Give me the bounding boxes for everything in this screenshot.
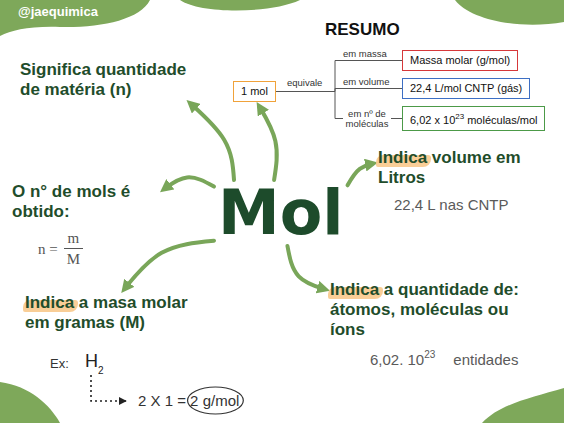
- text-row: Mol: [214, 180, 348, 246]
- corner-blob: [455, 0, 564, 25]
- value-text: 22,4 L nas CNTP: [394, 196, 509, 213]
- fraction: mM: [64, 230, 83, 267]
- text-row: 6,02 x 1023moléculas/mol: [410, 110, 537, 127]
- formula-text: m: [65, 230, 83, 246]
- mindmap-arrow: [160, 177, 214, 192]
- mindmap-arrow: [187, 100, 235, 180]
- concept-text: Significa quantidade de matéria (n): [20, 60, 186, 99]
- mindmap-arrow: [257, 102, 277, 180]
- text-row: 22,4 L/mol CNTP (gás): [410, 82, 522, 95]
- example-tag: Ex:: [50, 356, 69, 371]
- edge-label: em nº de moléculas: [343, 109, 391, 129]
- text-row: Indica a masa molar em gramas (M): [25, 293, 200, 333]
- text-row: n = mM: [38, 230, 160, 267]
- summary-text: 22,4 L/mol CNTP (gás): [410, 82, 522, 94]
- corner-blob: [0, 382, 60, 423]
- edge-label: em volume: [343, 77, 389, 87]
- corner-blob: [0, 0, 150, 36]
- summary-box: Massa molar (g/mol): [402, 50, 518, 71]
- formula-symbol: H: [85, 351, 98, 372]
- text-row: 22,4 L nas CNTP: [394, 196, 546, 214]
- text-row: 1 mol: [241, 85, 268, 98]
- summary-connector: [276, 61, 402, 92]
- exponent: 23: [424, 349, 435, 360]
- concept-note: O n° de mols é obtido: n = mM: [12, 182, 160, 267]
- text-row: Significa quantidade de matéria (n): [20, 60, 205, 100]
- example-arrow: [91, 375, 126, 401]
- central-title: Mol: [218, 176, 344, 249]
- formula-text: n =: [38, 241, 58, 257]
- mindmap-arrow: [287, 246, 330, 291]
- value-text: 6,02. 10: [370, 351, 424, 368]
- concept-text: Indica a masa molar em gramas (M): [25, 293, 188, 332]
- branch-label: equivale: [287, 77, 322, 88]
- concept-text: Indica a quantidade de: átomos, molécula…: [330, 280, 519, 339]
- summary-text: 6,02 x 10: [410, 114, 455, 126]
- formula-text: M: [64, 251, 83, 267]
- text-row: Indica volume em Litros: [378, 148, 546, 188]
- concept-text: Indica volume em Litros: [378, 148, 521, 187]
- summary-box: 6,02 x 1023moléculas/mol: [402, 106, 545, 131]
- concept-text: O n° de mols é obtido:: [12, 182, 130, 221]
- concept-note: Significa quantidade de matéria (n): [20, 60, 205, 100]
- concept-note: Indica volume em Litros 22,4 L nas CNTP: [378, 148, 546, 214]
- corner-blob: [180, 0, 300, 11]
- corner-blob: [482, 388, 564, 423]
- connector-group: [121, 61, 402, 294]
- value-text: entidades: [453, 351, 518, 368]
- summary-text: moléculas/mol: [467, 114, 537, 126]
- mindmap-arrow: [348, 163, 378, 186]
- summary-title: RESUMO: [325, 20, 400, 40]
- summary-box: 1 mol: [233, 81, 276, 102]
- text-row: 6,02. 1023 entidades: [370, 346, 542, 369]
- summary-text: 1 mol: [241, 85, 268, 97]
- summary-text: Massa molar (g/mol): [410, 54, 510, 66]
- summary-box: 22,4 L/mol CNTP (gás): [402, 78, 530, 99]
- example-result: 2 X 1 = 2 g/mol: [138, 392, 239, 409]
- edge-label: em massa: [343, 49, 387, 59]
- text-row: Indica a quantidade de: átomos, molécula…: [330, 280, 542, 340]
- text-row: O n° de mols é obtido:: [12, 182, 160, 222]
- concept-note: Indica a quantidade de: átomos, molécula…: [330, 280, 542, 369]
- exponent: 23: [455, 112, 464, 121]
- concept-note: Indica a masa molar em gramas (M): [25, 293, 200, 333]
- text-row: Massa molar (g/mol): [410, 54, 510, 67]
- formula-subscript: 2: [98, 365, 104, 376]
- central-term: Mol: [214, 180, 348, 246]
- mindmap-arrow: [121, 241, 214, 293]
- fraction-bar: [64, 248, 83, 249]
- watermark: @jaequimica: [18, 4, 98, 19]
